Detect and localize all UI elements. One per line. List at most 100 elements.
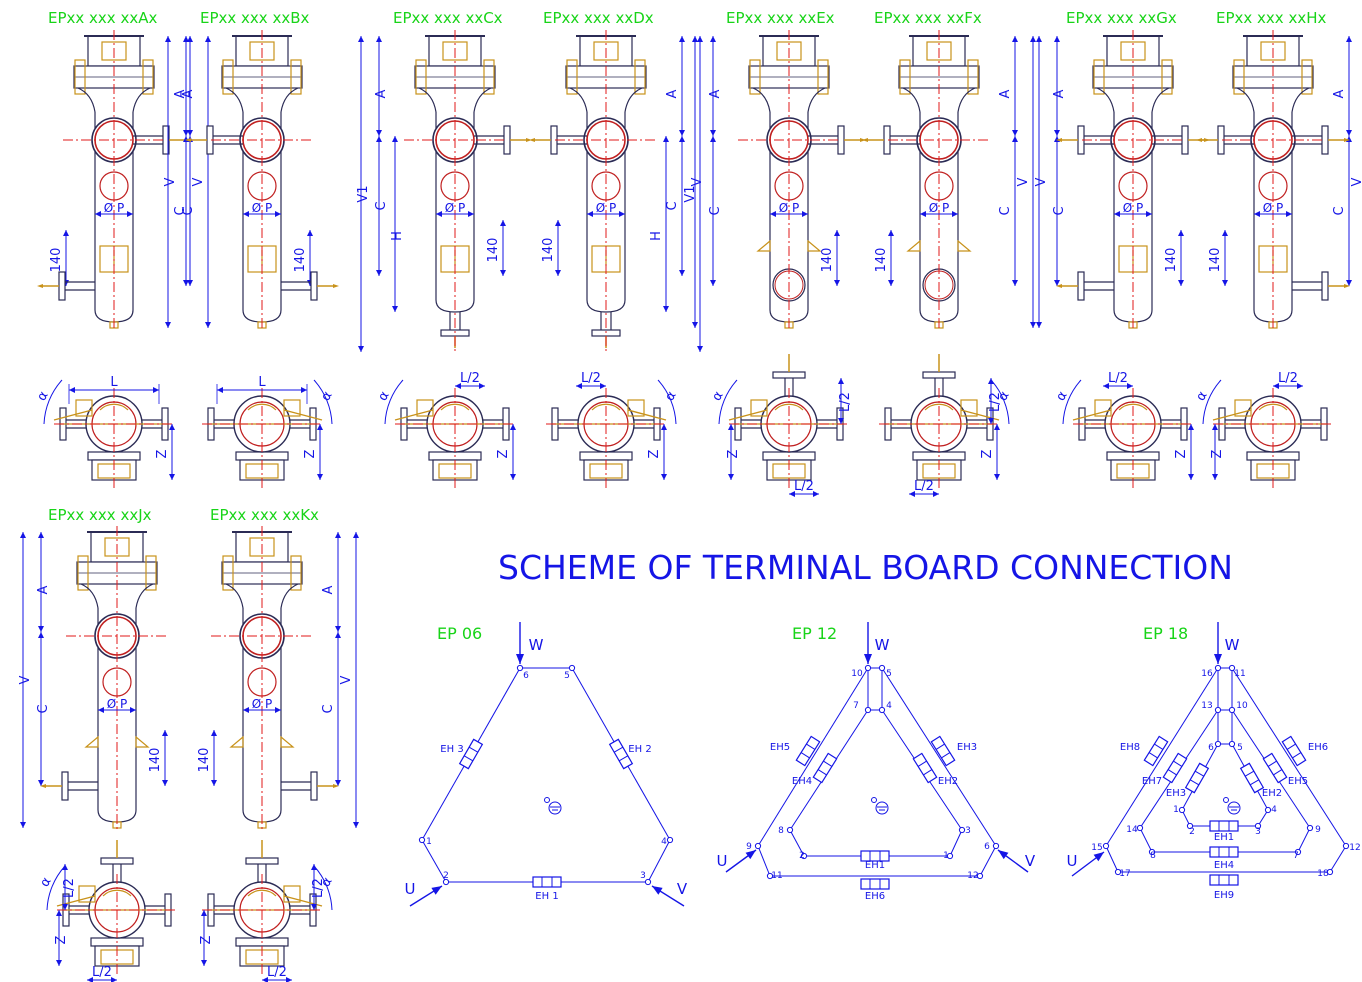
- terminal-node: [786, 826, 794, 834]
- wire: [881, 667, 997, 847]
- dim-l2: L/2: [62, 878, 77, 898]
- arrowhead: [661, 474, 667, 480]
- arrowhead: [1036, 36, 1042, 42]
- terminal-node: [1214, 740, 1222, 748]
- angle-arc: [1062, 379, 1082, 425]
- arrowhead: [994, 424, 1000, 430]
- top-view-arc: [99, 403, 129, 411]
- model-label-bx: EPxx xxx xxBx: [200, 9, 310, 27]
- arrowhead: [1012, 130, 1018, 136]
- terminal-node: [958, 826, 966, 834]
- arrowhead: [587, 211, 593, 217]
- terminal-number: 9: [746, 842, 752, 852]
- heater-label: EH3: [957, 742, 977, 753]
- inclined-inlet: [1234, 399, 1252, 417]
- fin: [280, 735, 295, 748]
- heater-label: EH2: [938, 776, 958, 787]
- heater-element: [1239, 762, 1265, 794]
- heater-element: [860, 850, 890, 862]
- dim-c: C: [321, 704, 336, 713]
- arrowhead: [888, 230, 894, 236]
- arrowhead: [834, 230, 840, 236]
- wire: [949, 829, 963, 857]
- heater-element: [1209, 874, 1239, 886]
- heater-label: EH4: [792, 776, 812, 787]
- inclined-inlet: [1094, 399, 1112, 417]
- top-view-arc: [591, 403, 621, 411]
- terminal-number: 1: [426, 837, 432, 847]
- vessel-neck: [569, 87, 643, 113]
- heater-body: [1162, 752, 1188, 784]
- arrowhead: [376, 136, 382, 142]
- model-label-ax: EPxx xxx xxAx: [48, 9, 158, 27]
- arrowhead: [661, 424, 667, 430]
- heater-body: [912, 752, 938, 784]
- terminal-node: [418, 836, 426, 844]
- heater-label: EH 2: [628, 744, 651, 755]
- arrowhead: [183, 280, 189, 286]
- arrowhead: [153, 387, 159, 393]
- dim-c: C: [1332, 206, 1347, 215]
- wire: [421, 839, 447, 883]
- arrowhead: [838, 418, 844, 424]
- arrowhead: [479, 383, 485, 389]
- dim-a: A: [36, 585, 51, 594]
- arrowhead: [468, 211, 474, 217]
- wire: [1231, 667, 1347, 847]
- flange-bolt: [145, 555, 157, 591]
- dim-v: V1: [356, 185, 371, 202]
- arrowhead: [710, 136, 716, 142]
- inlet-pipe: [1212, 409, 1252, 421]
- terminal-node: [1294, 848, 1302, 856]
- arrowhead: [802, 211, 808, 217]
- arrowhead: [1012, 136, 1018, 142]
- ground-node: [871, 797, 877, 803]
- flange-bolt: [290, 59, 302, 95]
- dim-140: 140: [541, 238, 556, 263]
- terminal-number: 7: [853, 701, 859, 711]
- vessel-neck: [1236, 87, 1310, 113]
- terminal-box-window: [776, 41, 802, 61]
- arrowhead: [69, 387, 75, 393]
- heater-label: EH6: [1308, 742, 1328, 753]
- inlet-pipe: [394, 409, 434, 421]
- dim-p: Ø P: [1263, 201, 1284, 215]
- terminal-node: [1214, 706, 1222, 714]
- arrowhead: [1254, 211, 1260, 217]
- terminal-node: [1136, 824, 1144, 832]
- arrowhead: [376, 130, 382, 136]
- top-view-arc: [247, 889, 277, 897]
- phase-label: U: [717, 852, 728, 870]
- terminal-node: [800, 852, 808, 860]
- heater-divider: [1194, 770, 1205, 777]
- arrowhead: [38, 632, 44, 638]
- dim-a: A: [374, 89, 389, 98]
- arrowhead: [311, 864, 317, 870]
- arrowhead: [555, 220, 561, 226]
- arrowhead: [376, 270, 382, 276]
- terminal-node: [1178, 806, 1186, 814]
- dim-c: C: [665, 201, 680, 210]
- arrowhead: [1178, 280, 1184, 286]
- nozzle-flange: [58, 271, 66, 301]
- flange-bolt: [1233, 59, 1245, 95]
- heater-divider: [817, 769, 827, 776]
- arrowhead: [392, 306, 398, 312]
- terminal-node: [1264, 806, 1272, 814]
- model-label-kx: EPxx xxx xxKx: [210, 506, 319, 524]
- terminal-node: [1214, 664, 1222, 672]
- dim-c: C: [36, 704, 51, 713]
- heater-label: EH4: [1214, 860, 1234, 871]
- heater-element: [1162, 752, 1188, 784]
- dim-z: Z: [726, 449, 741, 458]
- dim-a: A: [181, 89, 196, 98]
- heater-label: EH9: [1214, 890, 1234, 901]
- arrowhead: [187, 130, 193, 136]
- terminal-node: [864, 706, 872, 714]
- wire: [1139, 827, 1153, 853]
- arrowhead: [1297, 383, 1303, 389]
- arrowhead: [555, 270, 561, 276]
- terminal-box-window: [249, 41, 275, 61]
